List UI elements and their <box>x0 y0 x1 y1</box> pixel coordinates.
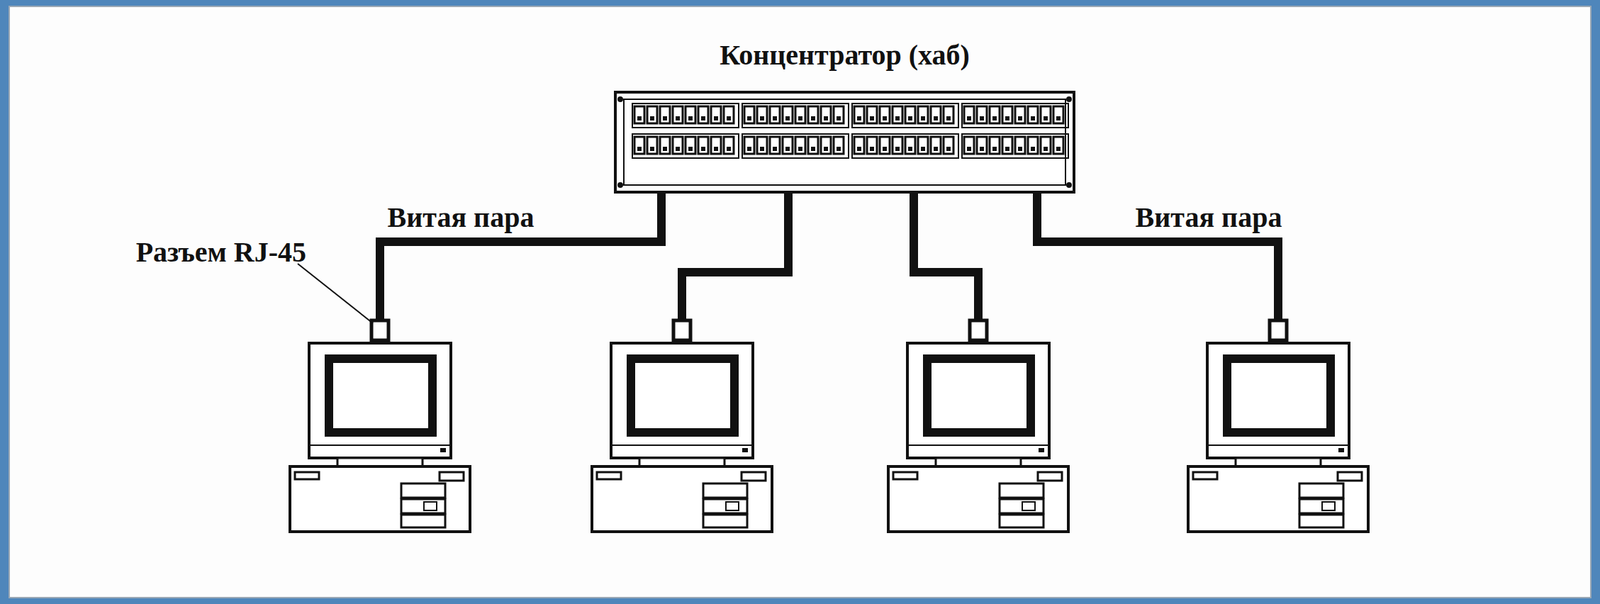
hub-node: Концентратор (хаб) <box>615 92 1074 193</box>
hub-title: Концентратор (хаб) <box>719 39 970 71</box>
hub-panel <box>615 92 1074 193</box>
leader-line <box>297 263 373 324</box>
computer <box>289 320 471 532</box>
computer <box>888 320 1069 532</box>
connector-label: Разъем RJ-45 <box>136 236 307 268</box>
cable-label: Витая пара <box>387 202 535 234</box>
cable-label: Витая пара <box>1135 202 1283 234</box>
computer <box>1188 320 1369 532</box>
computer <box>591 320 772 532</box>
